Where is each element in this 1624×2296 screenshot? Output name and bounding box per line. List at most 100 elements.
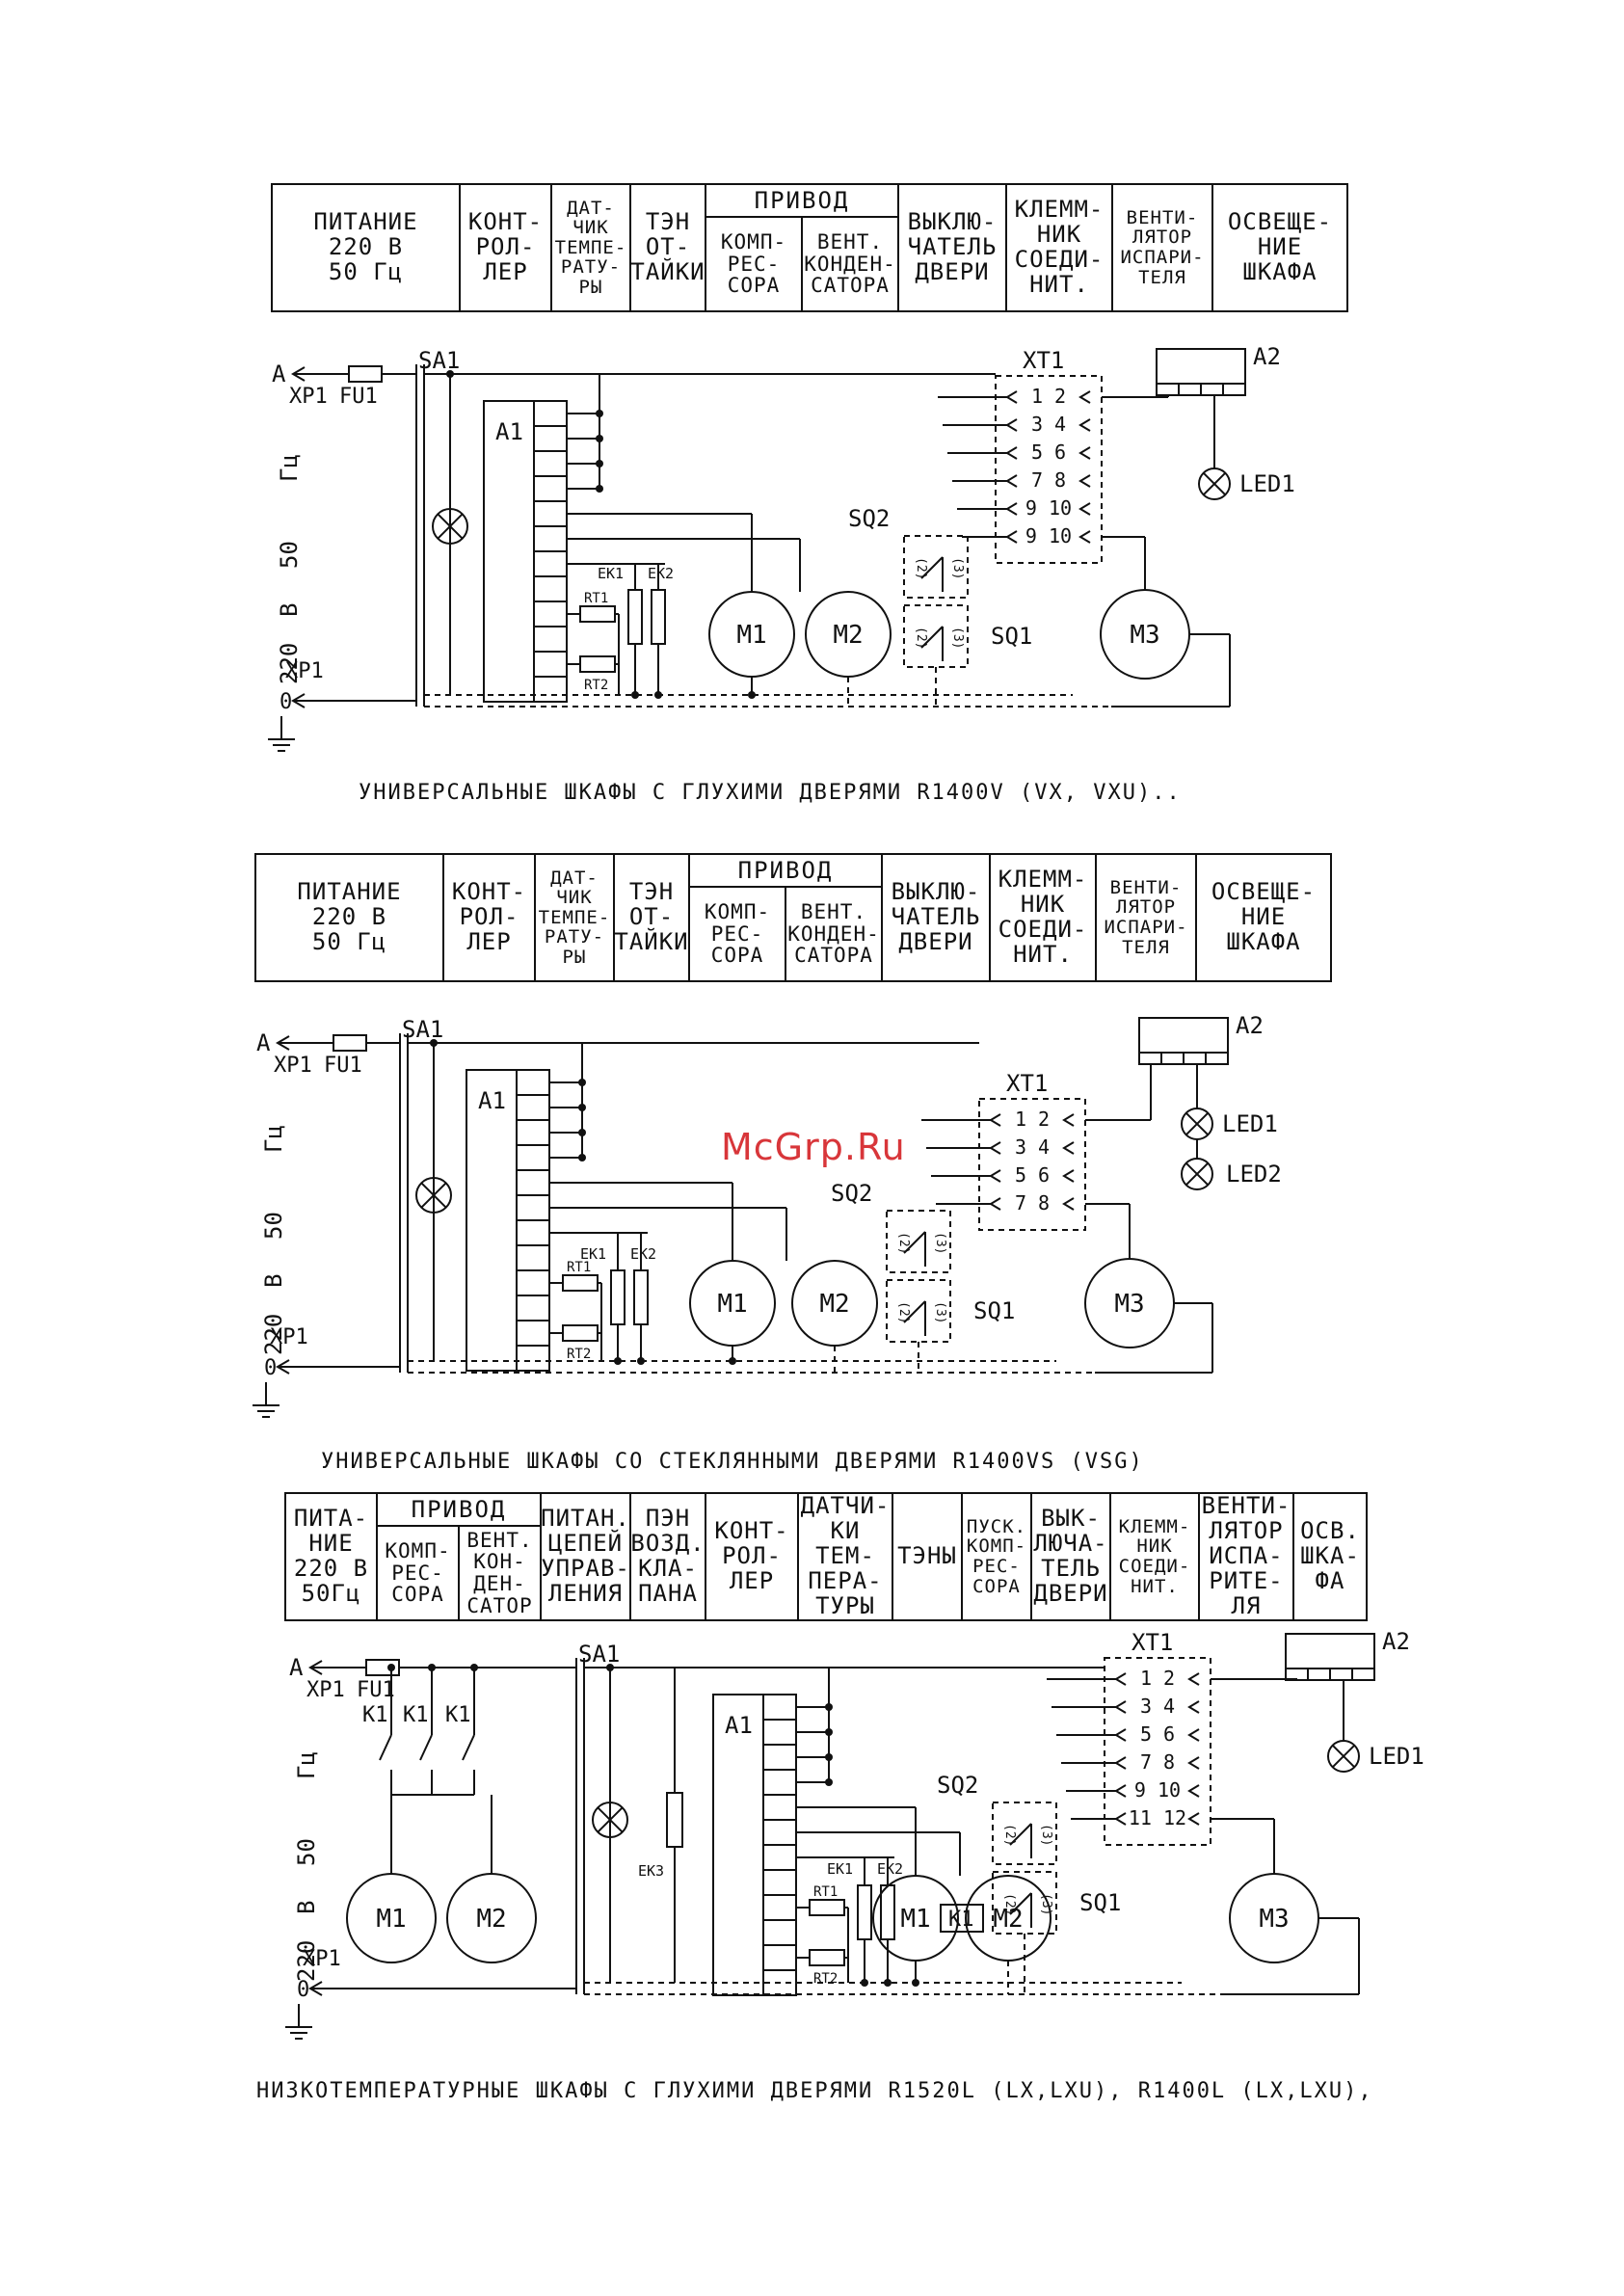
- switch-terminal: (3): [933, 1232, 947, 1254]
- condenser-fan-m2-label: М2: [833, 621, 863, 650]
- wire: [1203, 472, 1226, 495]
- header-cell: ДАТ- ЧИК ТЕМПЕ- РАТУ- РЫ: [552, 185, 631, 310]
- wire: [597, 1806, 624, 1833]
- wire: [1187, 1756, 1200, 1770]
- neutral-label: 0: [264, 1356, 277, 1380]
- header-cell: ДАТЧИ- КИ ТЕМ- ПЕРА- ТУРЫ: [799, 1493, 893, 1619]
- compressor-motor-m1-label: М1: [717, 1290, 747, 1319]
- plug-label: ХР1: [274, 1054, 312, 1078]
- header-cell: ПЭН ВОЗД. КЛА- ПАНА: [630, 1494, 706, 1619]
- wire: [1078, 502, 1091, 516]
- voltage-unit: В: [293, 1901, 320, 1914]
- door-switch-sq1: [992, 1871, 1057, 1935]
- voltage-label: 50: [293, 1838, 320, 1866]
- sensor-rt2: [562, 1324, 599, 1342]
- phase-label: А: [272, 360, 286, 387]
- header-cell: ВЕНТ. КОНДЕН- САТОРА: [804, 229, 896, 298]
- switch-terminal: (2): [1002, 1893, 1017, 1915]
- terminal-pair: 1 2: [1140, 1667, 1175, 1690]
- junction-dot: [912, 1979, 919, 1987]
- led1: [1327, 1740, 1360, 1773]
- contactor-label: К1: [445, 1703, 471, 1727]
- evaporator-controller-a2: [1138, 1017, 1229, 1054]
- fuse-symbol: [333, 1034, 367, 1052]
- terminal-pair: 1 2: [1015, 1108, 1050, 1131]
- phase-label: А: [256, 1029, 271, 1056]
- wire: [379, 1734, 392, 1761]
- compressor-motor-m1-label: М1: [736, 621, 766, 650]
- terminal-pair: 9 10: [1025, 524, 1072, 547]
- heater-label: ЕК3: [638, 1862, 664, 1880]
- junction-dot: [748, 691, 756, 699]
- sensor-label: RT1: [813, 1884, 838, 1900]
- a2-label: А2: [1253, 343, 1281, 370]
- door-switch-label: SQ1: [1079, 1889, 1121, 1916]
- header-cell: КОНТ- РОЛ- ЛЕР: [461, 185, 552, 310]
- sensor-label: RT2: [567, 1347, 591, 1362]
- terminal-block-label: ХТ1: [1006, 1070, 1048, 1097]
- main-switch-label: SA1: [418, 347, 460, 374]
- header-cell: ОСВЕЩЕ- НИЕ ШКАФА: [1211, 878, 1317, 955]
- wire: [1078, 390, 1091, 404]
- plug-label: ХР1: [270, 1325, 308, 1349]
- terminal-block: [995, 375, 1103, 564]
- junction-dot: [428, 1664, 436, 1671]
- wire: [1078, 446, 1091, 460]
- wire: [920, 626, 944, 649]
- heater-ek3: [666, 1792, 683, 1848]
- wire: [1009, 1823, 1032, 1846]
- heater-label: ЕК2: [630, 1245, 656, 1263]
- header-cell: КОНТ- РОЛ- ЛЕР: [444, 855, 536, 980]
- terminal-pair: 3 4: [1140, 1695, 1175, 1718]
- door-switch-label: SQ2: [937, 1772, 978, 1799]
- wire: [1187, 1700, 1200, 1714]
- compressor-motor-m1: [346, 1873, 437, 1963]
- watermark-logo: McGrp.Ru: [721, 1126, 906, 1168]
- controller-label: А1: [495, 418, 523, 445]
- header-cell: КЛЕММ- НИК СОЕДИ- НИТ.: [1007, 185, 1113, 310]
- header-group-title: ПРИВОД: [706, 185, 897, 218]
- wire: [903, 1300, 926, 1323]
- header-cell: ПИТАНИЕ 220 В 50 Гц: [256, 855, 444, 980]
- condenser-fan-m2-label: М2: [476, 1905, 506, 1934]
- evaporator-fan-m3-label: М3: [1114, 1290, 1144, 1319]
- terminal-block-label: ХТ1: [1023, 347, 1064, 374]
- sensor-rt2: [579, 655, 616, 673]
- heater-label: ЕК1: [598, 565, 624, 582]
- voltage-label: 220: [260, 1314, 287, 1355]
- junction-dot: [430, 1039, 438, 1047]
- cabinet-lamp: [592, 1802, 628, 1838]
- contactor-label: К1: [948, 1908, 974, 1932]
- condenser-fan-m2-label: М2: [993, 1905, 1023, 1934]
- wire: [1332, 1745, 1355, 1768]
- evaporator-controller-a2: [1285, 1633, 1375, 1669]
- hz-label: Гц: [276, 454, 303, 482]
- header-cell: ВЫКЛЮ- ЧАТЕЛЬ ДВЕРИ: [899, 185, 1007, 310]
- terminal-pair: 5 6: [1015, 1163, 1050, 1187]
- condenser-fan-m2: [446, 1873, 537, 1963]
- wire: [1185, 1162, 1209, 1186]
- compressor-motor-m1-label: М1: [900, 1905, 930, 1934]
- fuse-label: FU1: [324, 1054, 362, 1078]
- sensor-label: RT1: [567, 1260, 591, 1275]
- heater-ek2: [651, 589, 666, 645]
- terminal-block-label: ХТ1: [1131, 1629, 1173, 1656]
- fuse-symbol: [348, 365, 383, 383]
- door-switch-sq2: [903, 535, 969, 599]
- junction-dot: [606, 1664, 614, 1671]
- main-switch-label: SA1: [402, 1016, 443, 1043]
- sensor-label: RT2: [584, 678, 608, 693]
- terminal-pair: 3 4: [1015, 1135, 1050, 1159]
- header-cell: ОСВЕЩЕ- НИЕ ШКАФА: [1227, 208, 1333, 285]
- wire: [1187, 1728, 1200, 1742]
- door-switch-label: SQ1: [991, 623, 1032, 650]
- junction-dot: [729, 1357, 736, 1365]
- terminal-pair: 7 8: [1140, 1750, 1175, 1774]
- header-cell: КОНТ- РОЛ- ЛЕР: [706, 1494, 799, 1619]
- caption-diagram-1: УНИВЕРСАЛЬНЫЕ ШКАФЫ С ГЛУХИМИ ДВЕРЯМИ R1…: [359, 781, 1182, 805]
- fuse-label: FU1: [339, 385, 378, 409]
